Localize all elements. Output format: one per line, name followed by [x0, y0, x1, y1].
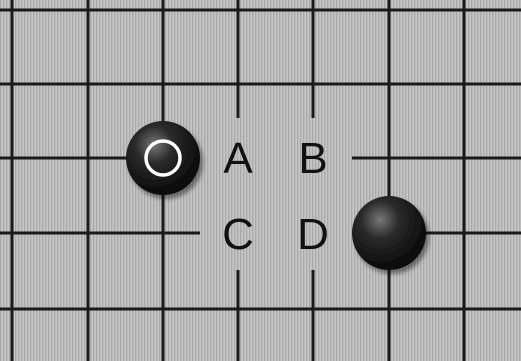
- point-label-b[interactable]: B: [298, 134, 327, 183]
- point-label-d[interactable]: D: [297, 210, 329, 259]
- black-stone-last-move[interactable]: [126, 121, 200, 195]
- point-label-c[interactable]: C: [222, 210, 254, 259]
- point-label-a[interactable]: A: [223, 134, 253, 183]
- black-stone-body: [126, 121, 200, 195]
- black-stone-body: [352, 196, 426, 270]
- black-stone[interactable]: [352, 196, 426, 270]
